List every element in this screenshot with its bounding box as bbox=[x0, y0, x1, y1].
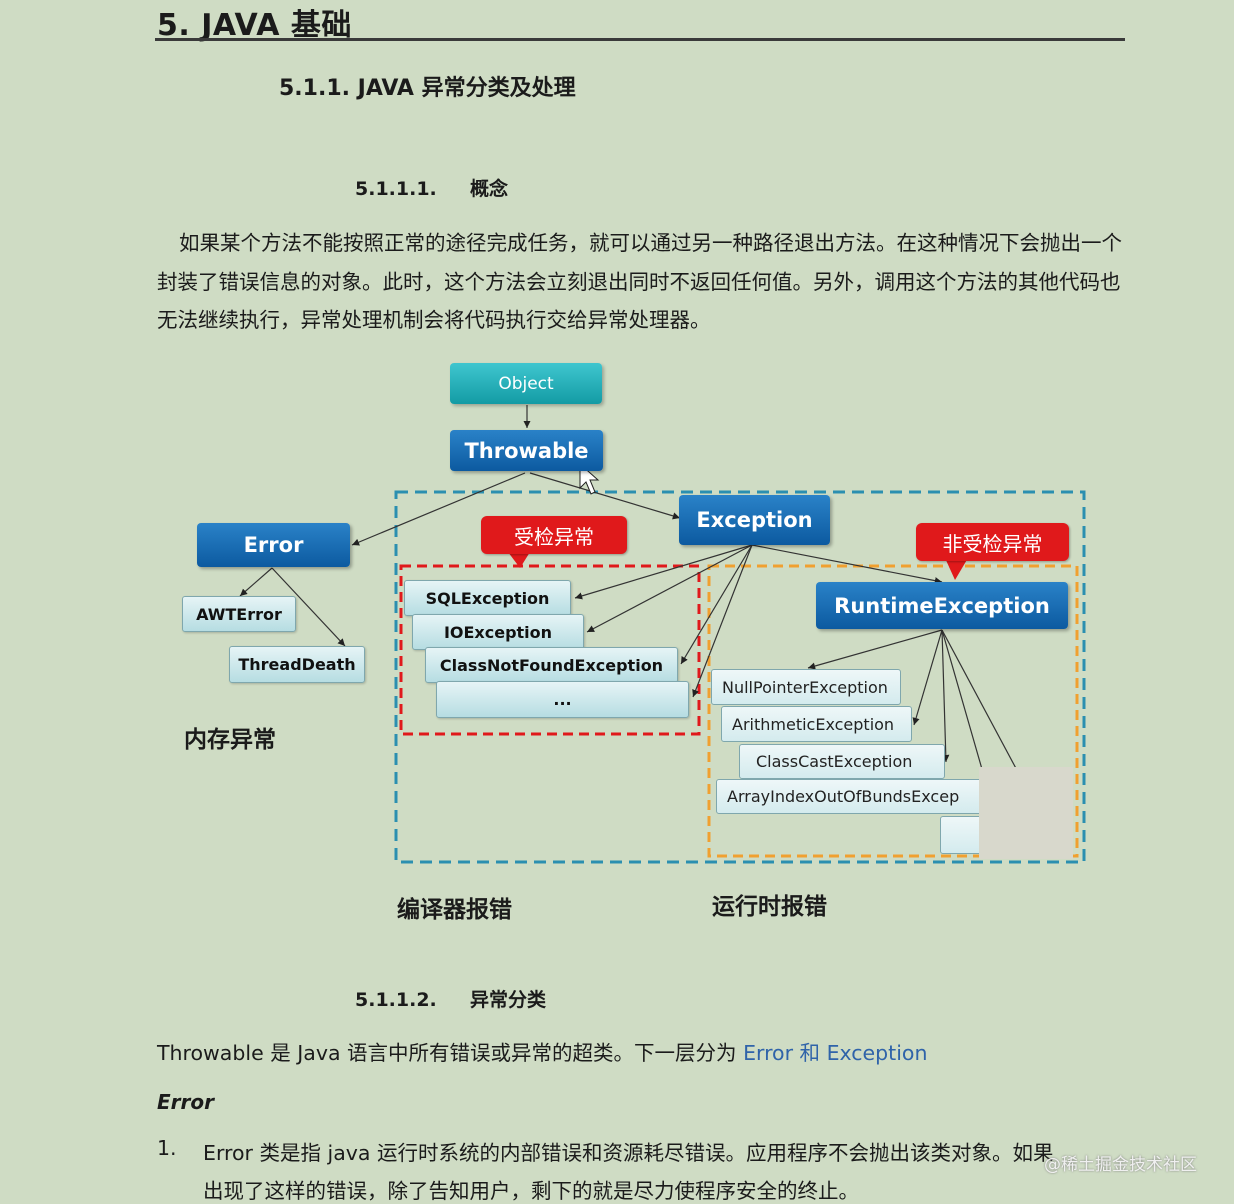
throwable-description: Throwable 是 Java 语言中所有错误或异常的超类。下一层分为 Err… bbox=[157, 1036, 927, 1066]
subsection-classification-heading: 5.1.1.2. 异常分类 bbox=[355, 985, 546, 1012]
error-exception-link[interactable]: Error 和 Exception bbox=[743, 1041, 928, 1065]
subsection-number: 5.1.1.1. bbox=[355, 178, 437, 200]
node-array-index-out-of-bounds-exception: ArrayIndexOutOfBundsExcep bbox=[716, 779, 986, 814]
subsection-title: 异常分类 bbox=[470, 989, 547, 1011]
node-throwable: Throwable bbox=[450, 430, 603, 471]
node-io-exception: IOException bbox=[412, 614, 584, 650]
mouse-cursor-icon bbox=[579, 462, 600, 495]
node-ellipsis: ... bbox=[436, 681, 689, 718]
error-subheading: Error bbox=[157, 1090, 214, 1114]
node-error: Error bbox=[197, 523, 350, 567]
memory-exception-label: 内存异常 bbox=[184, 727, 276, 753]
node-exception: Exception bbox=[679, 495, 830, 545]
watermark: @稀土掘金技术社区 bbox=[1044, 1155, 1197, 1175]
unchecked-group-box bbox=[707, 564, 1079, 858]
list-item-line-2: 出现了这样的错误，除了告知用户，剩下的就是尽力使程序安全的终止。 bbox=[203, 1179, 859, 1203]
node-thread-death: ThreadDeath bbox=[229, 646, 365, 683]
node-null-pointer-exception: NullPointerException bbox=[711, 669, 901, 705]
runtime-error-label: 运行时报错 bbox=[712, 894, 827, 920]
node-sql-exception: SQLException bbox=[404, 580, 571, 616]
compile-error-label: 编译器报错 bbox=[397, 897, 512, 923]
checked-group-box bbox=[399, 564, 701, 736]
node-arithmetic-exception: ArithmeticException bbox=[721, 706, 912, 742]
unchecked-callout-tail bbox=[945, 558, 968, 580]
node-more-runtime bbox=[940, 816, 990, 854]
throwable-description-text: Throwable 是 Java 语言中所有错误或异常的超类。下一层分为 bbox=[157, 1041, 744, 1065]
subsection-concept-heading: 5.1.1.1. 概念 bbox=[355, 174, 508, 201]
compile-group-box bbox=[394, 490, 1086, 864]
checked-callout-tail bbox=[508, 552, 530, 568]
list-item-line-1: Error 类是指 java 运行时系统的内部错误和资源耗尽错误。应用程序不会抛… bbox=[203, 1141, 1054, 1165]
subsection-number: 5.1.1.2. bbox=[355, 989, 437, 1011]
node-runtime-exception: RuntimeException bbox=[816, 582, 1068, 629]
chapter-rule bbox=[155, 38, 1125, 41]
node-object: Object bbox=[450, 363, 602, 404]
node-class-not-found-exception: ClassNotFoundException bbox=[425, 647, 678, 683]
chapter-title: 5. JAVA 基础 bbox=[157, 8, 352, 43]
unchecked-exception-callout: 非受检异常 bbox=[916, 523, 1069, 561]
intro-paragraph: 如果某个方法不能按照正常的途径完成任务，就可以通过另一种路径退出方法。在这种情况… bbox=[157, 231, 1122, 332]
node-awt-error: AWTError bbox=[182, 596, 296, 632]
checked-exception-callout: 受检异常 bbox=[481, 516, 627, 554]
image-occlusion-patch bbox=[979, 767, 1073, 859]
section-title: 5.1.1. JAVA 异常分类及处理 bbox=[279, 76, 576, 101]
subsection-title: 概念 bbox=[470, 178, 509, 200]
list-item-number: 1. bbox=[157, 1136, 177, 1160]
node-class-cast-exception: ClassCastException bbox=[739, 744, 945, 779]
